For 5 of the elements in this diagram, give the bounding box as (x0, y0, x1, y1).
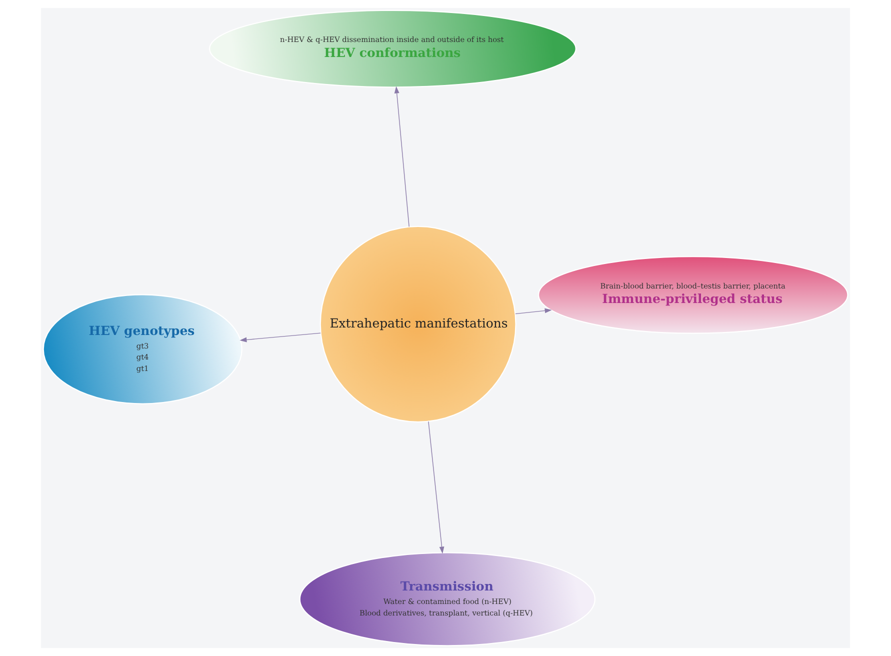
arrow (428, 421, 444, 554)
arrow (515, 308, 552, 314)
arrow (240, 332, 321, 342)
node-circle: Extrahepatic manifestations (320, 226, 516, 422)
arrow (394, 86, 410, 228)
